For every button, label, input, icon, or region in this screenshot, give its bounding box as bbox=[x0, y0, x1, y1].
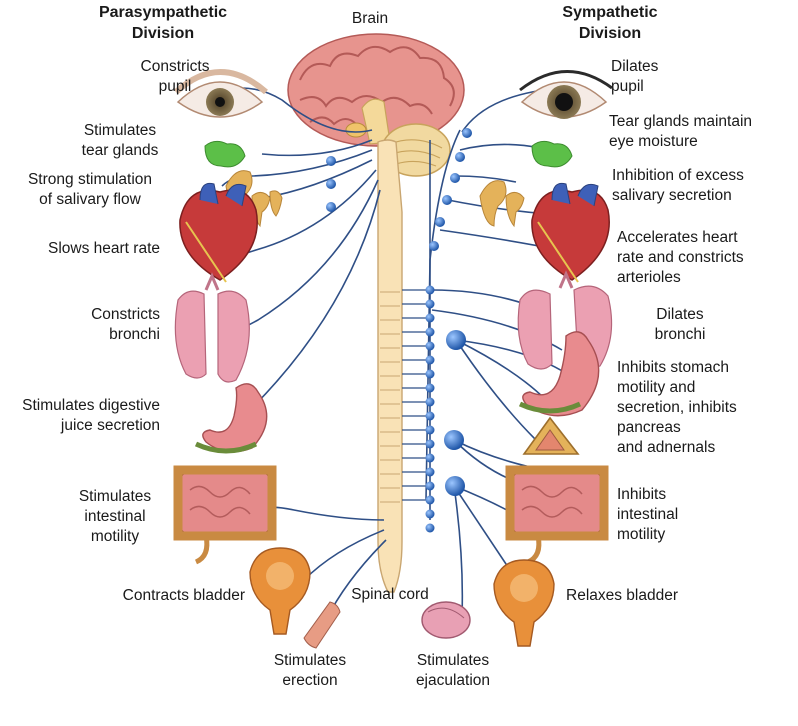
right-intestines bbox=[505, 465, 609, 565]
brain bbox=[287, 33, 465, 177]
symp-intestine-label: Inhibits intestinal motility bbox=[617, 486, 679, 543]
symp-tear-label: Tear glands maintain eye moisture bbox=[609, 113, 753, 150]
para-digestive-label: Stimulates digestive juice secretion bbox=[22, 397, 160, 434]
symp-saliva-label: Inhibition of excess salivary secretion bbox=[612, 167, 744, 204]
right-heart bbox=[531, 182, 610, 283]
left-tear-gland bbox=[204, 140, 246, 168]
left-stomach bbox=[194, 383, 268, 454]
right-salivary-glands bbox=[479, 180, 525, 228]
right-bladder bbox=[493, 559, 555, 647]
left-lungs bbox=[174, 272, 250, 383]
symp-eye-label: Dilates pupil bbox=[611, 58, 659, 95]
para-tear-label: Stimulates tear glands bbox=[81, 122, 159, 159]
para-saliva-label: Strong stimulation of salivary flow bbox=[27, 171, 153, 208]
brain-label: Brain bbox=[351, 10, 389, 27]
para-intestine-label: Stimulates intestinal motility bbox=[78, 488, 152, 545]
left-bladder bbox=[249, 547, 311, 635]
penis bbox=[303, 601, 341, 649]
para-bladder-label: Contracts bladder bbox=[122, 587, 245, 604]
symp-bladder-label: Relaxes bladder bbox=[566, 587, 679, 604]
left-eye bbox=[173, 69, 268, 118]
para-bronchi-label: Constricts bronchi bbox=[91, 306, 160, 343]
symp-ejaculation-label: Stimulates ejaculation bbox=[415, 652, 491, 689]
right-tear-gland bbox=[531, 140, 573, 168]
right-stomach bbox=[518, 331, 600, 417]
para-heart-label: Slows heart rate bbox=[48, 240, 160, 257]
right-pancreas-adrenal bbox=[522, 416, 580, 455]
spinal-cord bbox=[377, 139, 403, 593]
ganglia bbox=[326, 128, 472, 533]
left-intestines bbox=[173, 465, 277, 565]
left-heart bbox=[179, 182, 258, 283]
spinal-cord-label: Spinal cord bbox=[351, 586, 429, 603]
symp-bronchi-label: Dilates bronchi bbox=[654, 306, 706, 343]
para-erection-label: Stimulates erection bbox=[273, 652, 347, 689]
sympathetic-heading: Sympathetic Division bbox=[562, 4, 658, 42]
para-eye-label: Constricts pupil bbox=[140, 58, 210, 95]
symp-stomach-label: Inhibits stomach motility and secretion,… bbox=[617, 359, 737, 456]
parasympathetic-heading: Parasympathetic Division bbox=[98, 4, 228, 42]
right-eye bbox=[519, 70, 613, 119]
testis bbox=[421, 601, 471, 639]
symp-heart-label: Accelerates heart rate and constricts ar… bbox=[617, 229, 744, 286]
